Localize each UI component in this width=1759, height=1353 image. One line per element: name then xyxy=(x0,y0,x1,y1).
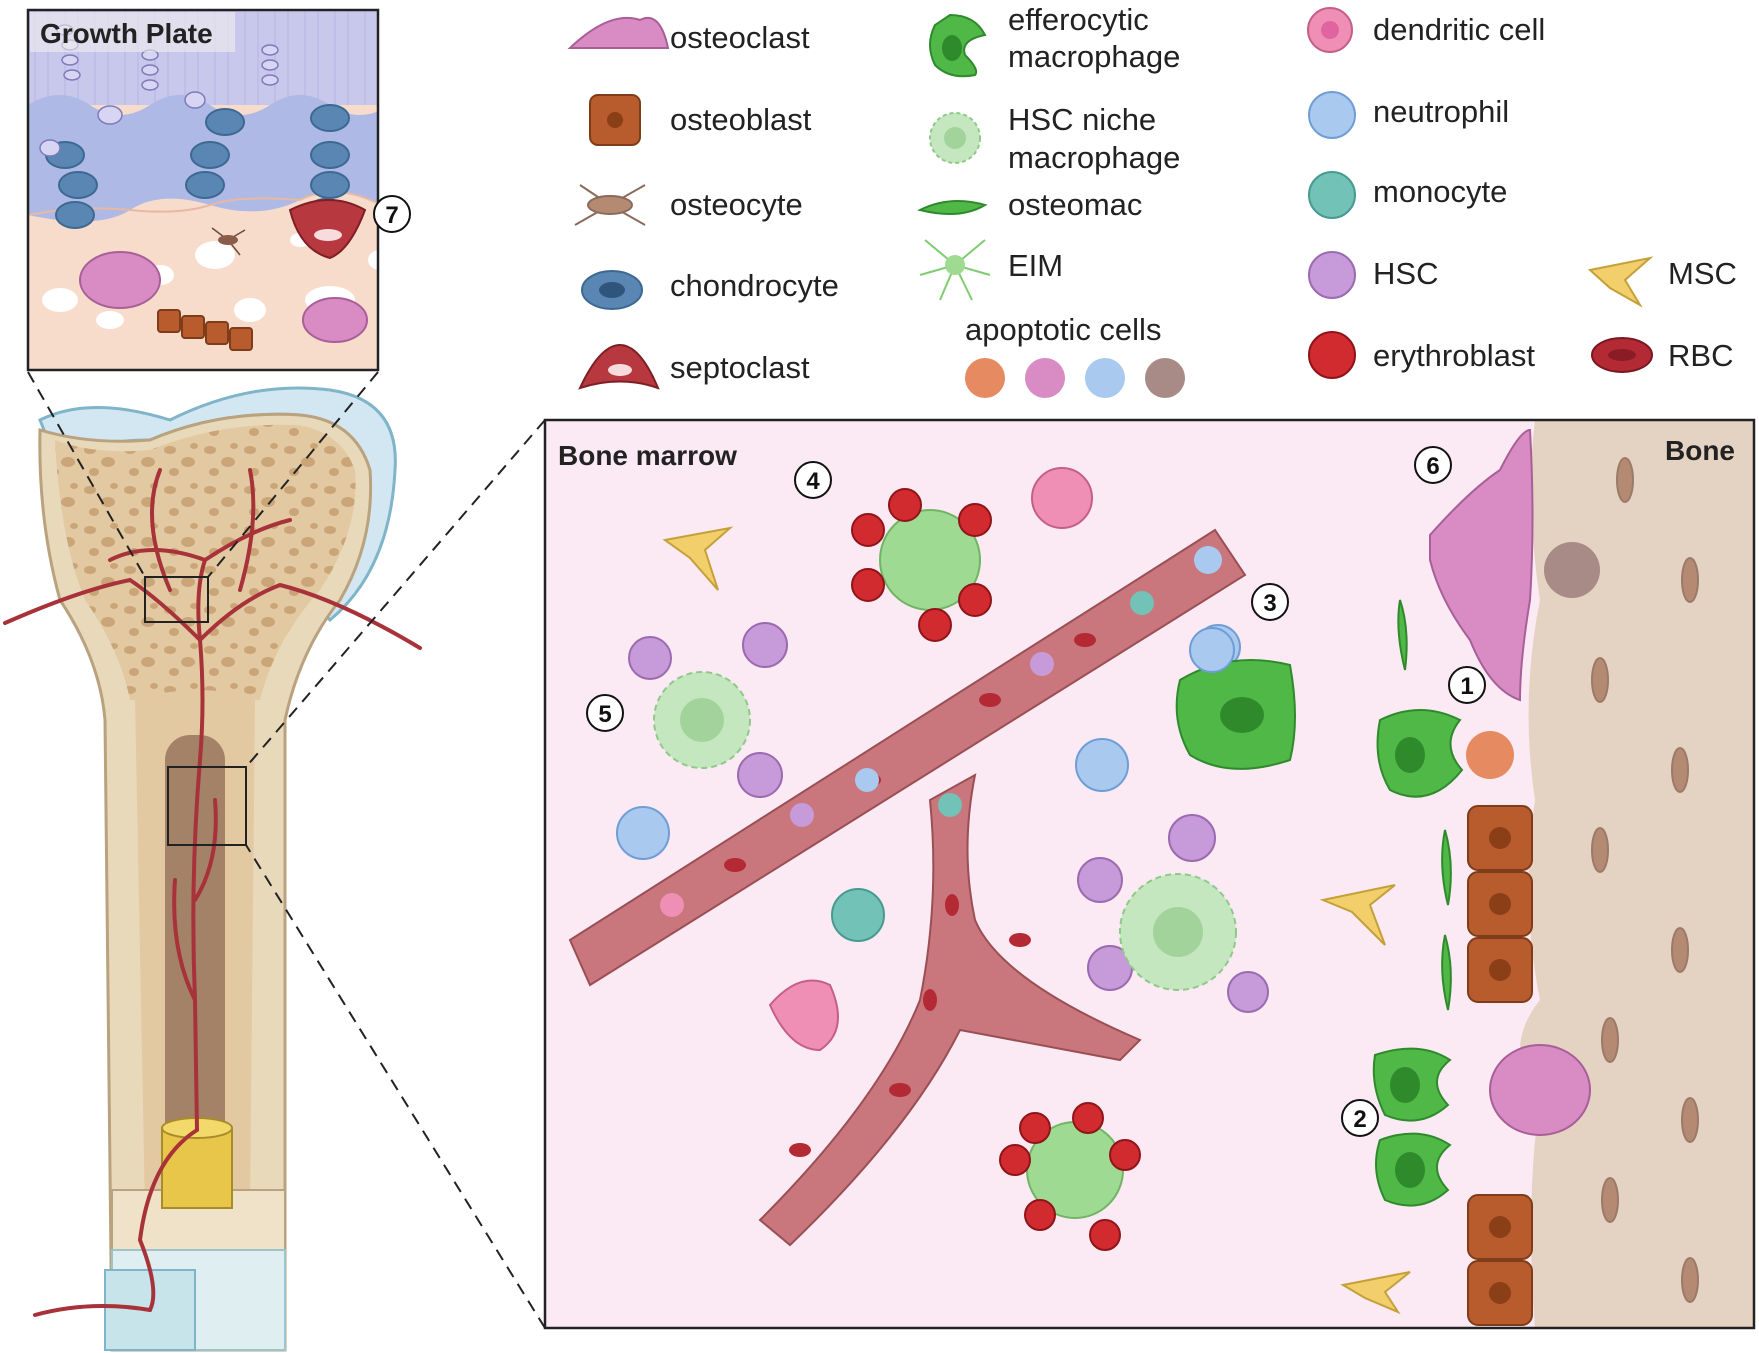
svg-text:osteomac: osteomac xyxy=(1008,187,1142,222)
legend-hsc-niche-macrophage: HSC niche macrophage xyxy=(929,102,1180,175)
svg-text:EIM: EIM xyxy=(1008,248,1063,283)
svg-text:RBC: RBC xyxy=(1668,338,1733,373)
svg-text:apoptotic cells: apoptotic cells xyxy=(965,312,1161,347)
dendritic-cell-2 xyxy=(768,979,839,1052)
svg-text:septoclast: septoclast xyxy=(670,350,810,385)
svg-text:neutrophil: neutrophil xyxy=(1373,94,1509,129)
erythroblast-icon xyxy=(1308,331,1356,379)
efferocytic-macrophage-3 xyxy=(1175,627,1296,770)
legend-neutrophil: neutrophil xyxy=(1308,91,1509,139)
svg-text:chondrocyte: chondrocyte xyxy=(670,268,839,303)
svg-text:macrophage: macrophage xyxy=(1008,39,1180,74)
msc-2 xyxy=(1319,884,1396,946)
monocyte-icon xyxy=(1308,171,1356,219)
svg-text:5: 5 xyxy=(598,701,611,728)
svg-text:7: 7 xyxy=(385,202,398,229)
long-bone-illustration xyxy=(3,371,546,1352)
svg-text:4: 4 xyxy=(806,468,820,495)
bone-osteocytes xyxy=(1591,457,1699,1303)
marrow-monocyte xyxy=(831,888,885,942)
msc-3 xyxy=(1340,1271,1411,1315)
svg-text:efferocytic: efferocytic xyxy=(1008,2,1149,37)
marrow-hscs xyxy=(628,622,1269,1013)
dendritic-cell-1 xyxy=(1031,467,1093,529)
osteomac-icon xyxy=(917,200,988,215)
osteoclast-icon xyxy=(567,16,670,49)
legend-apoptotic-cells: apoptotic cells xyxy=(965,312,1185,398)
marker-5: 5 xyxy=(586,694,624,732)
legend-dendritic-cell: dendritic cell xyxy=(1307,7,1545,53)
neutrophil-icon xyxy=(1308,91,1356,139)
svg-text:dendritic cell: dendritic cell xyxy=(1373,12,1545,47)
msc-icon xyxy=(1587,256,1654,308)
osteoclast-6 xyxy=(1429,428,1534,702)
legend-erythroblast: erythroblast xyxy=(1308,331,1535,379)
marker-6: 6 xyxy=(1414,446,1452,484)
bone-title: Bone xyxy=(1665,435,1735,466)
svg-text:osteoclast: osteoclast xyxy=(670,20,810,55)
legend-chondrocyte: chondrocyte xyxy=(581,268,839,310)
legend-septoclast: septoclast xyxy=(578,343,810,390)
legend: osteoclast osteoblast osteocyte chondroc… xyxy=(567,2,1737,398)
marker-3: 3 xyxy=(1251,583,1289,621)
svg-text:6: 6 xyxy=(1426,453,1439,480)
legend-osteomac: osteomac xyxy=(917,187,1142,222)
bone-marrow-panel: Bone marrow Bone 1 2 3 4 5 6 xyxy=(543,418,1756,1330)
svg-text:1: 1 xyxy=(1460,673,1473,700)
legend-msc: MSC xyxy=(1587,256,1737,308)
apoptotic-cell-icon xyxy=(965,358,1005,398)
marker-7: 7 xyxy=(373,195,411,233)
marker-4: 4 xyxy=(794,461,832,499)
growth-plate-title: Growth Plate xyxy=(40,18,213,49)
erythroblastic-island-1 xyxy=(851,488,992,642)
legend-rbc: RBC xyxy=(1591,337,1733,373)
svg-text:osteocyte: osteocyte xyxy=(670,187,803,222)
svg-text:osteoblast: osteoblast xyxy=(670,102,812,137)
marker-1: 1 xyxy=(1448,666,1486,704)
efferocytic-macrophage-1 xyxy=(1376,709,1514,798)
hsc-icon xyxy=(1308,251,1356,299)
legend-osteocyte: osteocyte xyxy=(574,184,803,226)
svg-text:erythroblast: erythroblast xyxy=(1373,338,1535,373)
erythroblastic-island-2 xyxy=(999,1102,1141,1251)
legend-hsc: HSC xyxy=(1308,251,1438,299)
msc-1 xyxy=(662,526,734,591)
legend-monocyte: monocyte xyxy=(1308,171,1507,219)
legend-efferocytic-macrophage: efferocytic macrophage xyxy=(929,2,1180,78)
legend-eim: EIM xyxy=(919,239,1063,301)
svg-text:monocyte: monocyte xyxy=(1373,174,1507,209)
efferocytic-macrophage-2a xyxy=(1372,1047,1452,1122)
svg-text:HSC niche: HSC niche xyxy=(1008,102,1156,137)
marker-2: 2 xyxy=(1341,1099,1379,1137)
svg-text:HSC: HSC xyxy=(1373,256,1438,291)
svg-text:3: 3 xyxy=(1263,590,1276,617)
bone-marrow-title: Bone marrow xyxy=(558,440,737,471)
legend-osteoblast: osteoblast xyxy=(589,94,812,146)
svg-text:macrophage: macrophage xyxy=(1008,140,1180,175)
growth-plate-inset: Growth Plate 7 xyxy=(26,8,411,372)
svg-text:2: 2 xyxy=(1353,1106,1366,1133)
svg-text:MSC: MSC xyxy=(1668,256,1737,291)
efferocytic-macrophage-2b xyxy=(1375,1132,1452,1207)
legend-osteoclast: osteoclast xyxy=(567,16,810,55)
